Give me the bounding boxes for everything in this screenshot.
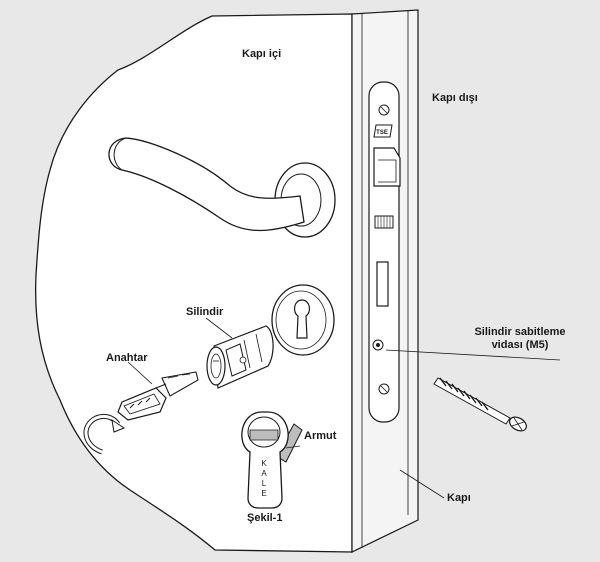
deadbolt-slot <box>376 261 389 307</box>
latch-bolt <box>373 147 401 187</box>
svg-text:TSE: TSE <box>376 130 388 136</box>
cylinder <box>206 325 274 389</box>
rotation-arrow-icon <box>83 413 126 455</box>
fixing-screw <box>433 377 527 432</box>
front-brand-k: K <box>261 459 267 468</box>
escutcheon-rosette <box>271 284 335 356</box>
label-cam: Armut <box>304 430 337 442</box>
label-door-inside: Kapı içi <box>242 48 282 60</box>
front-brand-e: E <box>261 489 266 498</box>
key <box>117 371 199 421</box>
label-screw: Silindir sabitleme vidası (M5) <box>460 326 580 352</box>
label-screw-line1: Silindir sabitleme <box>474 326 566 338</box>
front-brand-l: L <box>262 479 267 488</box>
label-door: Kapı <box>447 492 471 504</box>
cylinder-front-view: K A L E <box>241 411 303 509</box>
front-brand-a: A <box>261 469 267 478</box>
faceplate-brand-badge <box>374 215 394 229</box>
label-screw-line2: vidası (M5) <box>491 339 549 351</box>
leader-lines <box>127 317 561 499</box>
label-key: Anahtar <box>106 352 148 364</box>
tse-mark: TSE <box>373 124 393 138</box>
door-handle <box>108 137 336 238</box>
label-cylinder: Silindir <box>186 306 224 318</box>
door-leaf <box>35 13 353 553</box>
label-door-outside: Kapı dışı <box>432 92 478 104</box>
label-figure: Şekil-1 <box>247 512 283 524</box>
